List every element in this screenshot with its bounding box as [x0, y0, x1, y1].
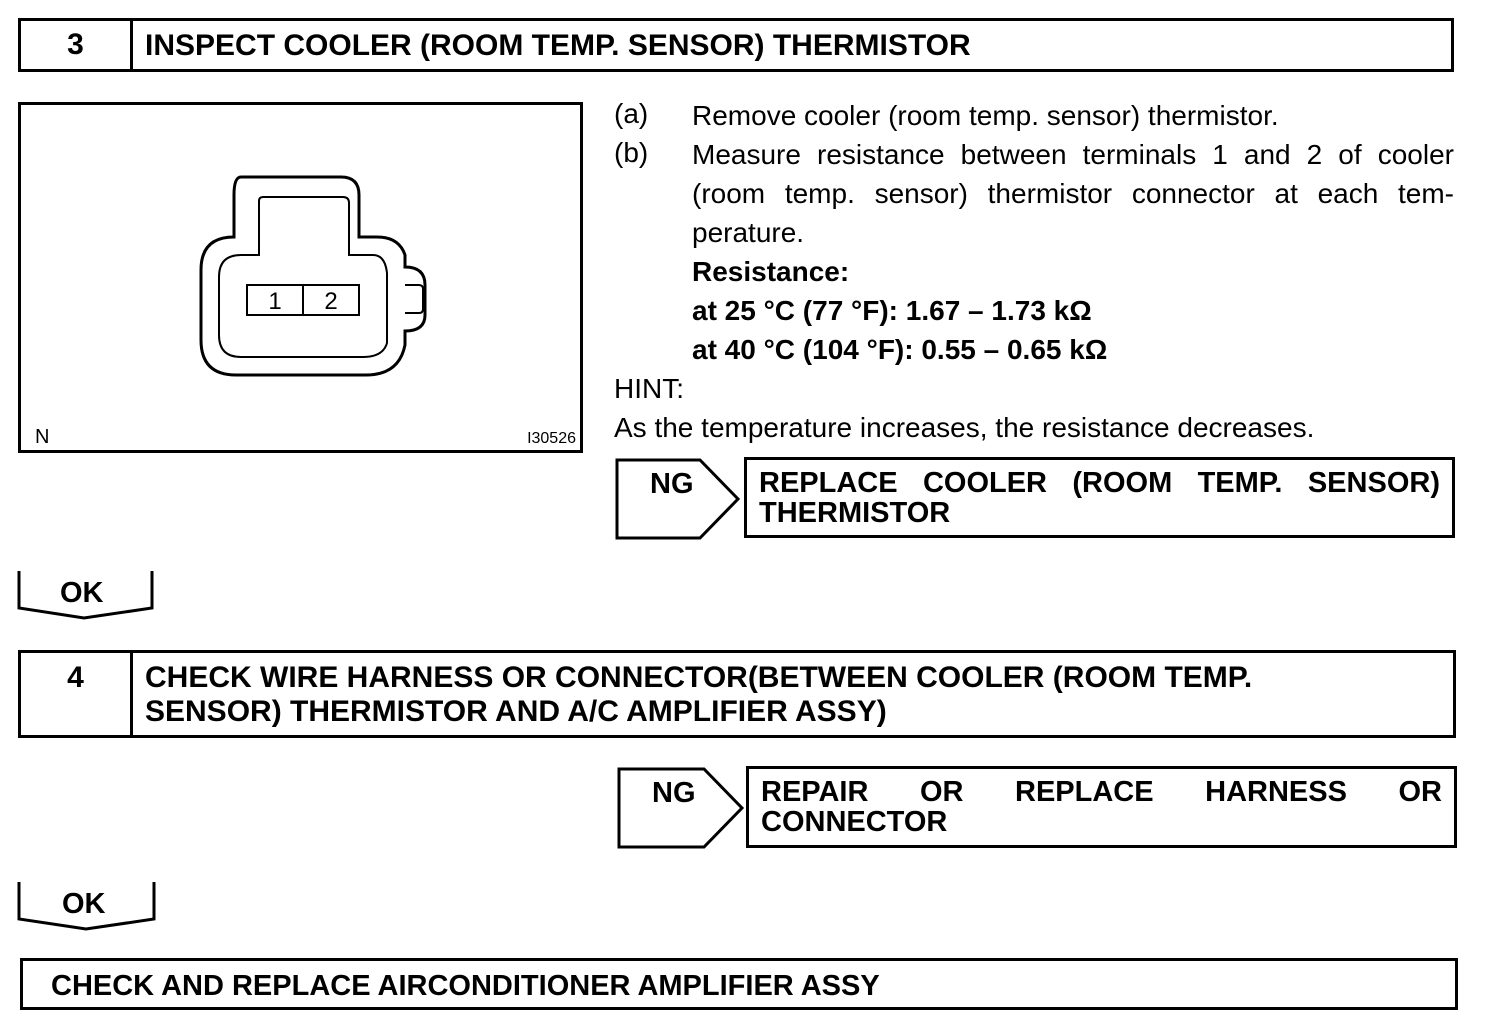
step-3-header: 3 INSPECT COOLER (ROOM TEMP. SENSOR) THE…: [18, 18, 1454, 72]
hint-label: HINT:: [614, 373, 684, 404]
step-3-ng-label: NG: [650, 468, 694, 500]
step-3-ok-label: OK: [60, 577, 104, 609]
item-b-text: Measure resistance between terminals 1 a…: [692, 135, 1454, 252]
connector-figure: 1 2 N I30526: [18, 102, 583, 453]
figure-corner-label: N: [35, 426, 49, 448]
step-3-number: 3: [21, 21, 133, 69]
item-b-line-1: Measure resistance between terminals 1 a…: [692, 135, 1454, 174]
ng-word: OR: [1398, 776, 1443, 808]
connector-inner-outline: [218, 196, 388, 358]
step-4-title-line-1: CHECK WIRE HARNESS OR CONNECTOR(BETWEEN …: [145, 661, 1253, 694]
step-3-ok-arrow: [17, 571, 154, 620]
step-4-ng-result: REPAIR OR REPLACE HARNESS OR CONNECTOR: [746, 766, 1457, 848]
step-4-ok-arrow: [17, 882, 156, 931]
terminal-1-label: 1: [268, 288, 281, 315]
connector-diagram: 1 2 N I30526: [35, 175, 576, 448]
step-3-ng-result-line-2: THERMISTOR: [759, 497, 951, 529]
item-b-line-2-text: (room temp. sensor) thermistor connector…: [692, 178, 1454, 209]
step-4-ng-result-line-1: REPAIR OR REPLACE HARNESS OR: [761, 777, 1442, 807]
resistance-spec-25c: at 25 °C (77 °F): 1.67 – 1.73 kΩ: [692, 295, 1092, 326]
ng-word: COOLER: [922, 467, 1047, 499]
ng-word: TEMP.: [1197, 467, 1283, 499]
item-a-text: Remove cooler (room temp. sensor) thermi…: [692, 100, 1279, 131]
step-4-number: 4: [21, 653, 133, 735]
step-3-ng-result: REPLACE COOLER (ROOM TEMP. SENSOR) THERM…: [744, 457, 1455, 538]
ng-word: REPLACE: [759, 467, 898, 499]
step-4-header: 4 CHECK WIRE HARNESS OR CONNECTOR(BETWEE…: [18, 650, 1456, 738]
item-a-label: (a): [614, 98, 649, 129]
step-4-ok-label: OK: [62, 888, 106, 920]
ng-word: SENSOR): [1307, 467, 1440, 499]
final-action-box: CHECK AND REPLACE AIRCONDITIONER AMPLIFI…: [20, 958, 1458, 1010]
step-3-ng-result-line-1: REPLACE COOLER (ROOM TEMP. SENSOR): [759, 468, 1440, 498]
step-4-title: CHECK WIRE HARNESS OR CONNECTOR(BETWEEN …: [145, 661, 1445, 729]
step-3-title: INSPECT COOLER (ROOM TEMP. SENSOR) THERM…: [145, 29, 971, 62]
ng-word: HARNESS: [1205, 776, 1347, 808]
item-b-line-1-text: Measure resistance between terminals 1 a…: [692, 139, 1454, 170]
item-b-line-2: (room temp. sensor) thermistor connector…: [692, 174, 1454, 213]
step-4-ng-label: NG: [652, 777, 696, 809]
ng-word: REPAIR: [761, 776, 869, 808]
resistance-spec-40c: at 40 °C (104 °F): 0.55 – 0.65 kΩ: [692, 334, 1108, 365]
hint-text: As the temperature increases, the resist…: [614, 412, 1315, 443]
step-3-ng-arrow: [615, 458, 741, 540]
step-4-title-line-2: SENSOR) THERMISTOR AND A/C AMPLIFIER ASS…: [145, 695, 887, 728]
final-action-text: CHECK AND REPLACE AIRCONDITIONER AMPLIFI…: [51, 970, 880, 1002]
connector-latch-tab: [405, 284, 424, 314]
resistance-label: Resistance:: [692, 256, 850, 287]
ng-word: REPLACE: [1015, 776, 1154, 808]
step-4-ng-result-line-2: CONNECTOR: [761, 806, 948, 838]
connector-outer-outline: [199, 175, 427, 377]
terminal-2-box: [302, 284, 360, 316]
terminal-1-box: [246, 284, 304, 316]
terminal-2-label: 2: [324, 288, 337, 315]
item-b-line-3: perature.: [692, 217, 805, 248]
item-b-label: (b): [614, 137, 649, 168]
ng-word: OR: [919, 776, 964, 808]
step-4-ng-arrow: [617, 767, 745, 849]
figure-id: I30526: [527, 430, 576, 447]
ng-word: (ROOM: [1072, 467, 1173, 499]
